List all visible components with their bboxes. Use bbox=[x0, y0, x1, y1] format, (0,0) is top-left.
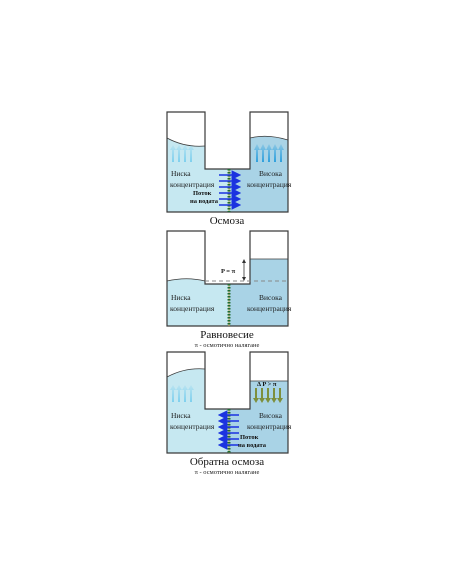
high-concentration-label-line1: Висока bbox=[259, 169, 283, 178]
low-concentration-label-line2: концентрация bbox=[170, 422, 215, 431]
low-concentration-label-line2: концентрация bbox=[170, 304, 215, 313]
osmotic-pressure-note: π - осмотично налягане bbox=[195, 469, 260, 476]
panel-equilibrium: P = π Ниска концентрация Висока концентр… bbox=[166, 230, 292, 349]
high-concentration-label-line1: Висока bbox=[259, 411, 283, 420]
water-flow-arrows bbox=[217, 410, 239, 450]
water-flow-label-line1: Поток bbox=[240, 434, 259, 441]
high-concentration-label-line2: концентрация bbox=[247, 422, 292, 431]
water-flow-label-line2: на водата bbox=[238, 442, 267, 449]
rising-arrows-left bbox=[170, 385, 194, 402]
panel-title-equilibrium: Равновесие bbox=[200, 329, 254, 341]
high-concentration-label-line1: Висока bbox=[259, 293, 283, 302]
pressure-greater-than-pi-label: Δ P > π bbox=[257, 381, 277, 388]
water-flow-label-line2: на водата bbox=[190, 198, 219, 205]
rising-arrows-right bbox=[254, 144, 284, 162]
low-concentration-label-line2: концентрация bbox=[170, 180, 215, 189]
low-concentration-water bbox=[167, 278, 229, 326]
water-flow-arrows bbox=[219, 170, 242, 210]
pressure-equals-pi-label: P = π bbox=[221, 268, 236, 275]
low-concentration-label-line1: Ниска bbox=[171, 169, 191, 178]
high-concentration-water bbox=[229, 259, 288, 326]
u-tube-outline bbox=[166, 230, 289, 327]
water-flow-label-line1: Поток bbox=[193, 190, 212, 197]
osmotic-pressure-note: π - осмотично налягане bbox=[195, 342, 260, 349]
panel-title-reverse-osmosis: Обратна осмоза bbox=[190, 456, 264, 468]
low-concentration-water bbox=[167, 138, 229, 212]
high-concentration-label-line2: концентрация bbox=[247, 180, 292, 189]
panel-title-osmosis: Осмоза bbox=[210, 215, 245, 227]
high-concentration-label-line2: концентрация bbox=[247, 304, 292, 313]
u-tube-outline bbox=[166, 111, 289, 213]
applied-pressure-arrows bbox=[253, 388, 283, 403]
panel-reverse-osmosis: Δ P > π Ниска концентрация Висока концен… bbox=[166, 351, 292, 476]
panel-osmosis: Ниска концентрация Висока концентрация П… bbox=[166, 111, 292, 227]
high-concentration-water bbox=[229, 136, 288, 212]
low-concentration-label-line1: Ниска bbox=[171, 293, 191, 302]
low-concentration-label-line1: Ниска bbox=[171, 411, 191, 420]
rising-arrows-left bbox=[170, 145, 194, 162]
pressure-dimension-arrow bbox=[242, 259, 246, 281]
u-tube-outline bbox=[166, 351, 289, 454]
